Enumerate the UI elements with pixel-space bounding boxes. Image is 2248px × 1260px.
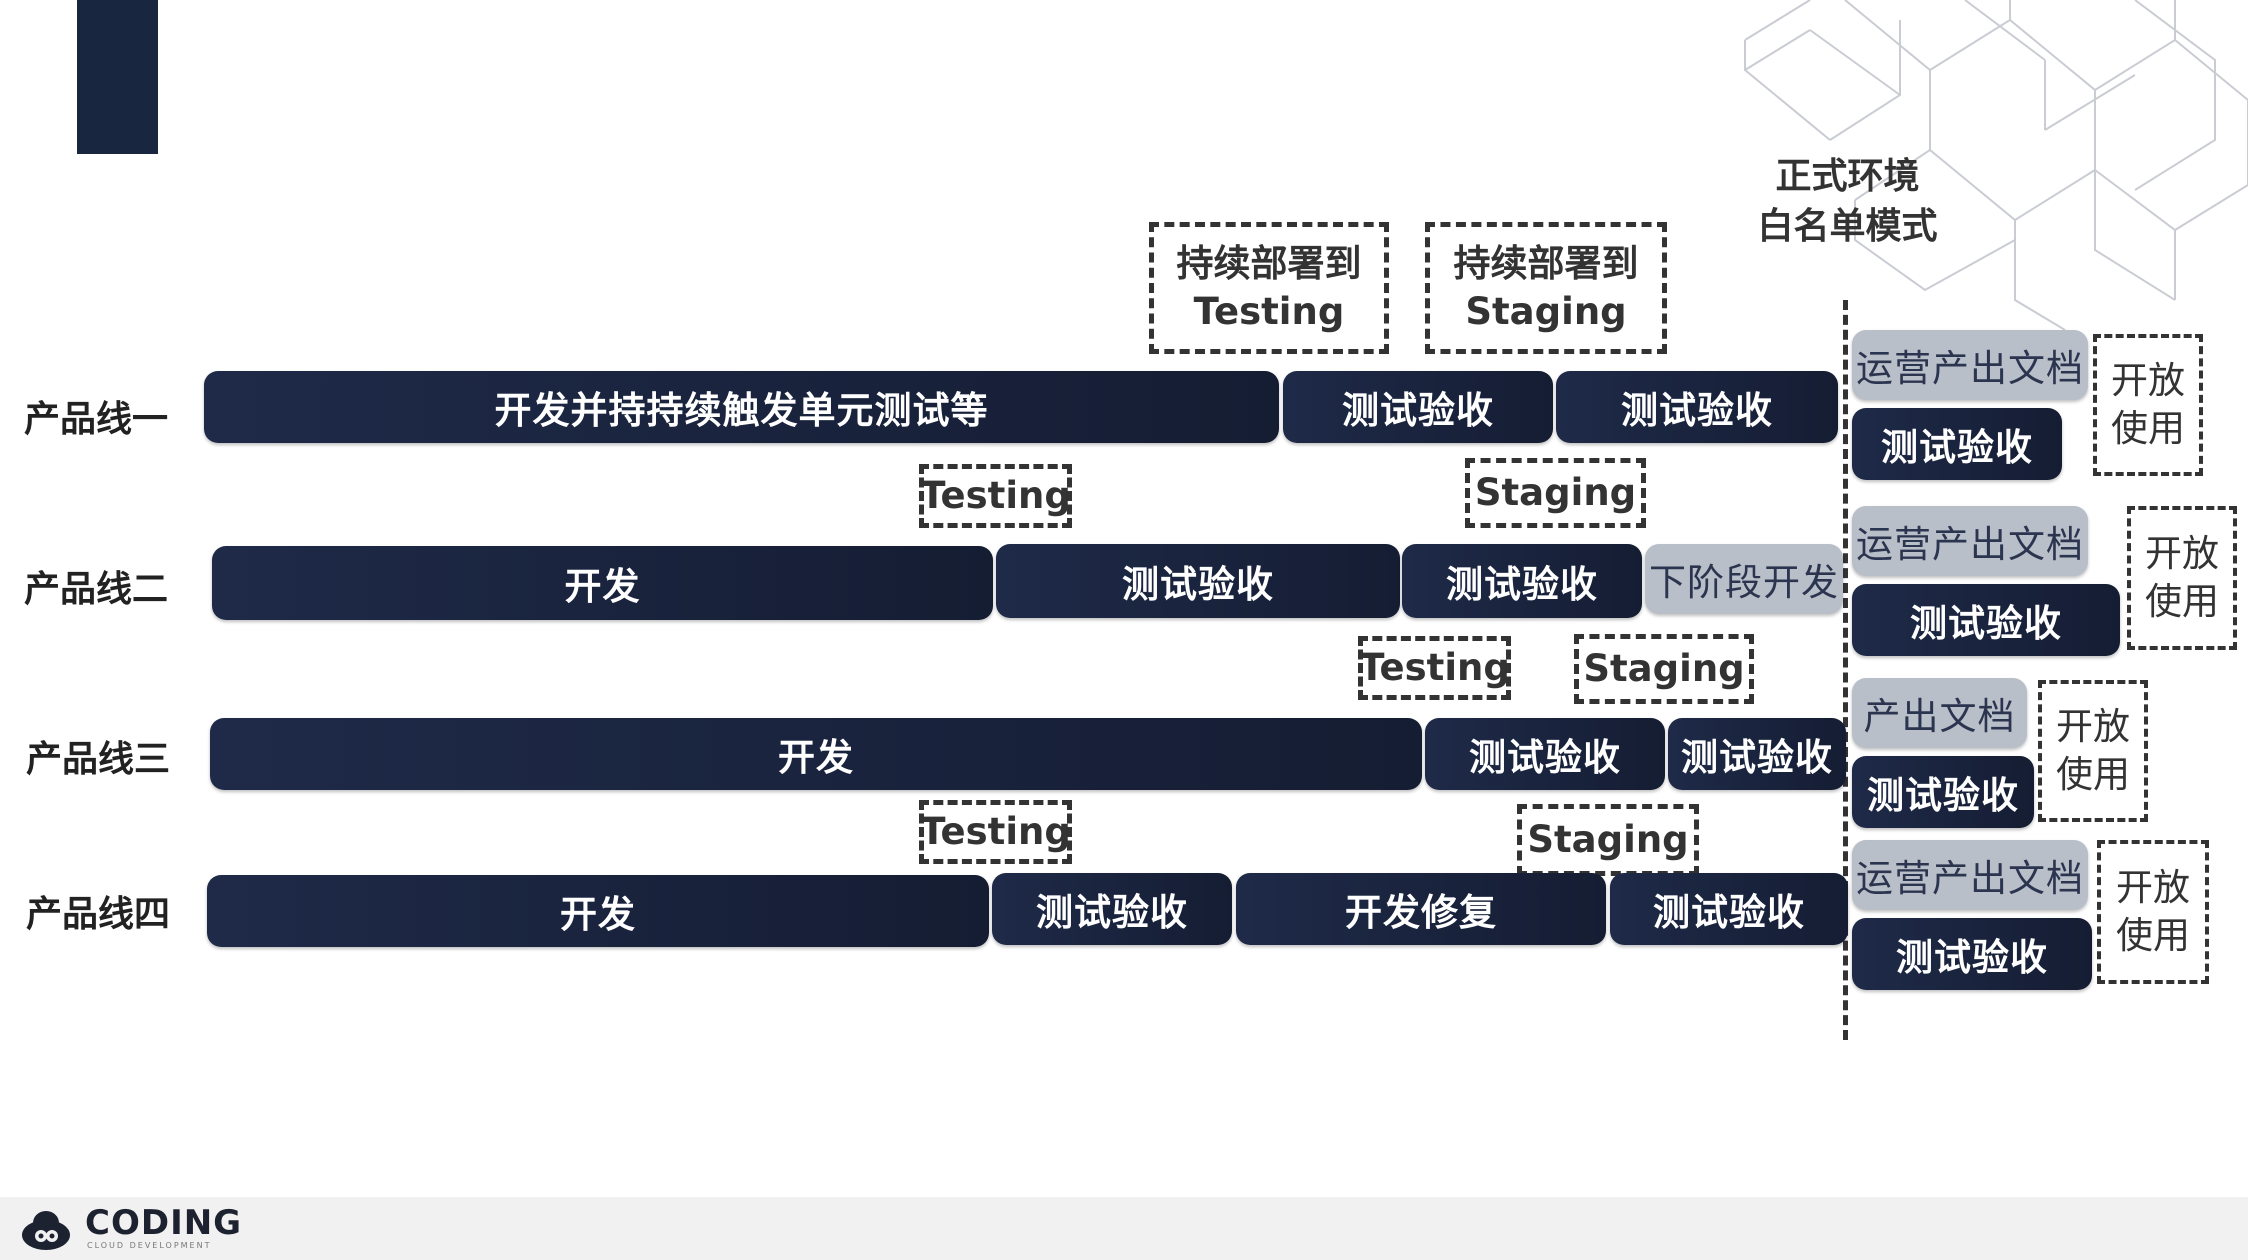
- release-box-line1: 开放 使用: [2093, 334, 2203, 476]
- product-line-2-label: 产品线二: [24, 569, 169, 610]
- prod-acceptance-line1: 测试验收: [1852, 408, 2062, 480]
- prod-doc-line1: 运营产出文档: [1852, 330, 2088, 400]
- deploy-staging-marker-3: Staging: [1574, 634, 1754, 704]
- stage-bar-line4-test: 测试验收: [992, 873, 1232, 945]
- stage-bar-line3-test: 测试验收: [1425, 718, 1665, 790]
- product-line-4-label: 产品线四: [26, 894, 171, 935]
- footer-bar: CODING CLOUD DEVELOPMENT: [0, 1197, 2248, 1260]
- release-box-line2: 开放 使用: [2127, 506, 2237, 650]
- coding-logo-text: CODING: [85, 1203, 243, 1243]
- stage-bar-line4-staging: 测试验收: [1610, 873, 1848, 945]
- release-box-line4: 开放 使用: [2097, 840, 2209, 984]
- production-env-line2: 白名单模式: [1757, 206, 1938, 248]
- prod-acceptance-line4: 测试验收: [1852, 918, 2092, 990]
- prod-doc-line2: 运营产出文档: [1852, 506, 2088, 576]
- stage-bar-line2-test: 测试验收: [996, 544, 1400, 618]
- deploy-staging-marker-2: Staging: [1465, 458, 1646, 528]
- release-box-line3: 开放 使用: [2038, 680, 2148, 822]
- stage-bar-line2-dev: 开发: [212, 546, 993, 620]
- stage-bar-line2-staging: 测试验收: [1402, 544, 1642, 618]
- prod-doc-line4: 运营产出文档: [1852, 840, 2088, 910]
- deploy-testing-marker-2: Testing: [919, 464, 1072, 528]
- stage-bar-line4-dev: 开发: [207, 875, 989, 947]
- stage-bar-line1-dev: 开发并持持续触发单元测试等: [204, 371, 1279, 443]
- prod-doc-line3: 产出文档: [1852, 678, 2027, 748]
- stage-bar-line1-staging: 测试验收: [1556, 371, 1838, 443]
- stage-bar-line1-test: 测试验收: [1283, 371, 1553, 443]
- prod-acceptance-line2: 测试验收: [1852, 584, 2120, 656]
- production-divider-line: [1843, 300, 1848, 1040]
- deploy-staging-marker-4: Staging: [1517, 804, 1699, 876]
- deploy-testing-marker-3: Testing: [1358, 636, 1511, 700]
- product-line-3-label: 产品线三: [26, 739, 171, 780]
- prod-acceptance-line3: 测试验收: [1852, 756, 2034, 828]
- stage-bar-line3-staging: 测试验收: [1668, 718, 1846, 790]
- production-env-title: 正式环境 白名单模式: [1745, 152, 1950, 253]
- coding-logo-subtitle: CLOUD DEVELOPMENT: [87, 1241, 212, 1250]
- deploy-testing-marker-1: 持续部署到 Testing: [1149, 222, 1389, 354]
- corner-accent-block: [77, 0, 158, 154]
- cube-pattern-decoration: [1744, 0, 2248, 330]
- deploy-staging-marker-1: 持续部署到 Staging: [1425, 222, 1667, 354]
- stage-bar-line4-fix: 开发修复: [1236, 873, 1606, 945]
- coding-monkey-icon: [22, 1211, 70, 1250]
- deploy-testing-marker-4: Testing: [919, 800, 1072, 864]
- production-env-line1: 正式环境: [1775, 156, 1920, 197]
- stage-bar-line2-next-dev: 下阶段开发: [1645, 544, 1843, 614]
- product-line-1-label: 产品线一: [24, 399, 169, 440]
- stage-bar-line3-dev: 开发: [210, 718, 1422, 790]
